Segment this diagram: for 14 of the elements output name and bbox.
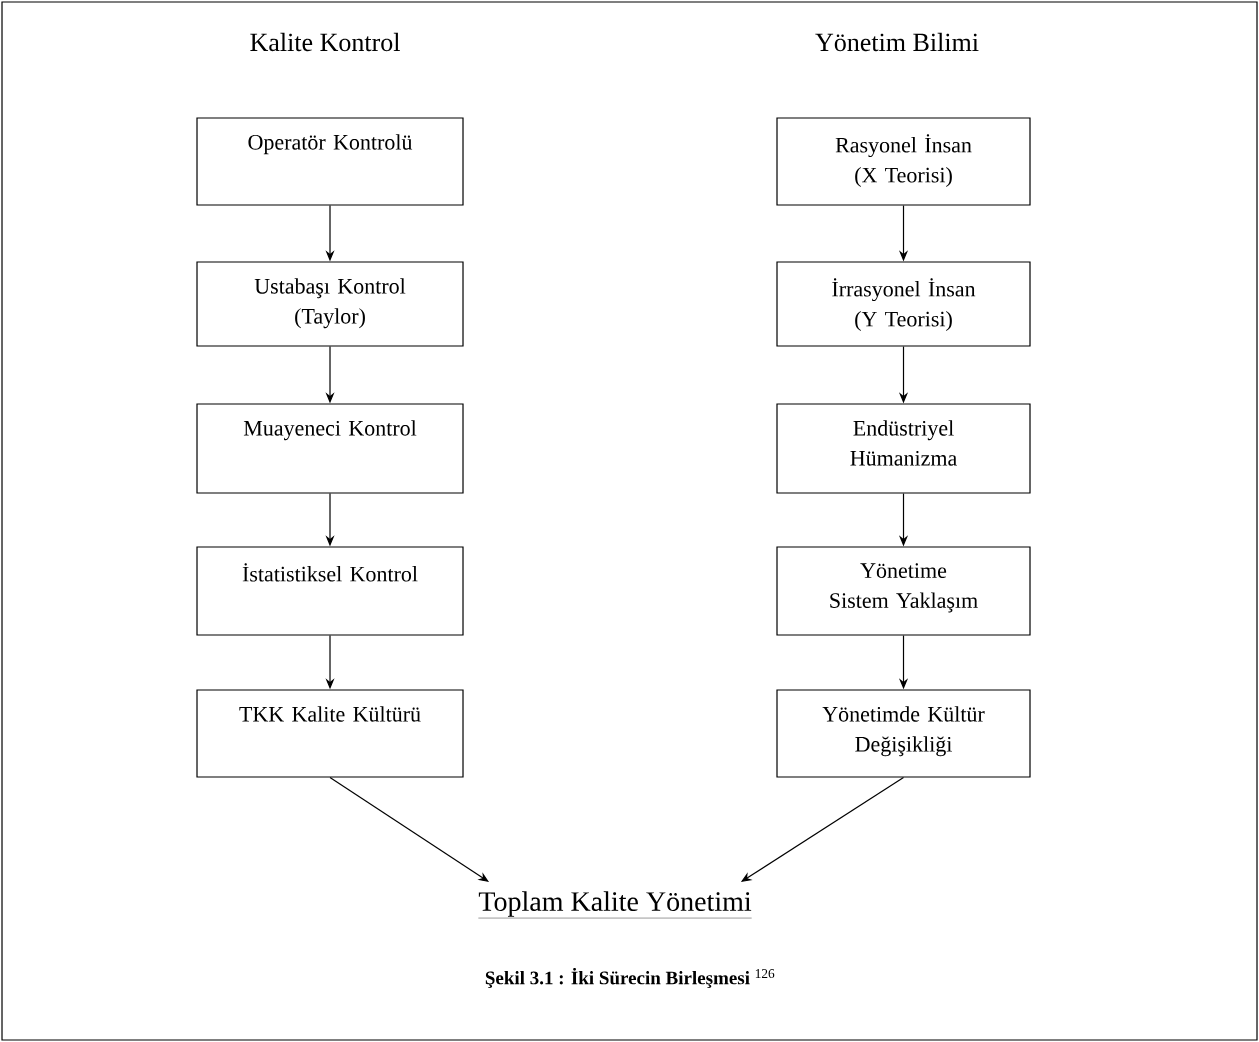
process-box: Endüstriyel Hümanizma (776, 403, 1031, 494)
process-box: Rasyonel İnsan (X Teorisi) (776, 117, 1031, 206)
result-text: Toplam Kalite Yönetimi (478, 891, 752, 919)
column-heading: Kalite Kontrol (250, 32, 400, 52)
process-box: TKK Kalite Kültürü (196, 689, 464, 778)
process-box: Ustabaşı Kontrol (Taylor) (196, 261, 464, 347)
process-box: İstatistiksel Kontrol (196, 546, 464, 636)
caption: Şekil 3.1 : İki Sürecin Birleşmesi $^{126}$ (485, 967, 775, 989)
process-box: İrrasyonel İnsan (Y Teorisi) (776, 261, 1031, 347)
process-box: Yönetime Sistem Yaklaşım (776, 546, 1031, 636)
process-box: Yönetimde Kültür Değişikliği (776, 689, 1031, 778)
process-box: Muayeneci Kontrol (196, 403, 464, 494)
column-heading: Yönetim Bilimi (815, 32, 979, 52)
process-box: Operatör Kontrolü (196, 117, 464, 206)
